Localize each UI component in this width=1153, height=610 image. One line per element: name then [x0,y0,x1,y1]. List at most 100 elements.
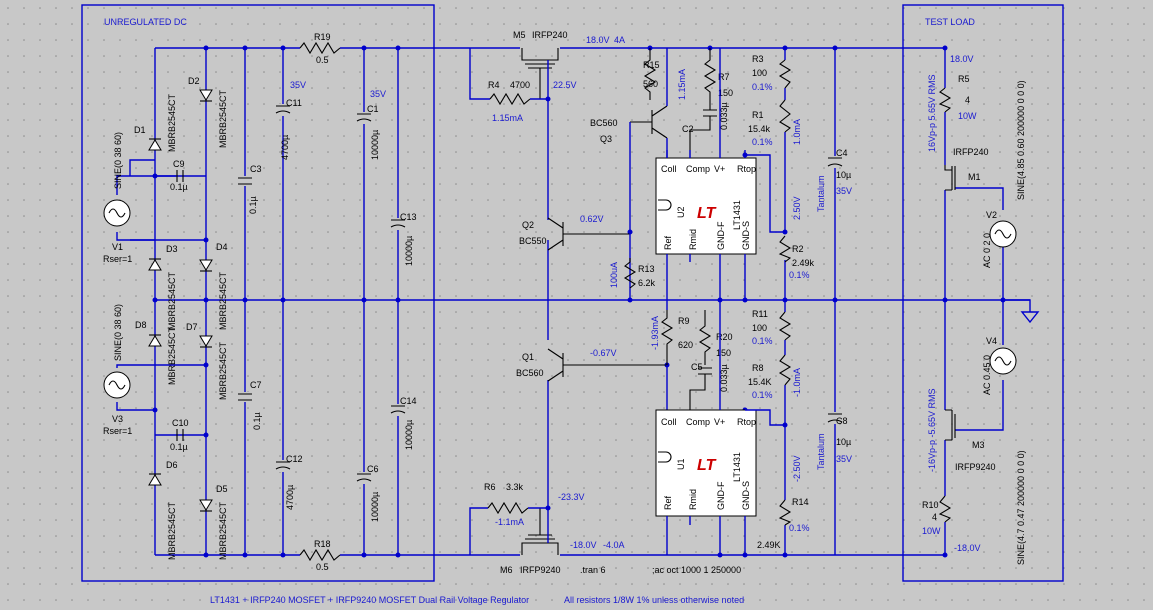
svg-text:-18.0V: -18.0V [954,543,981,553]
svg-text:1.15mA: 1.15mA [492,113,523,123]
capacitor-c2: C2 0.033µ [682,102,729,160]
svg-text:R20: R20 [716,332,733,342]
svg-text:V3: V3 [112,414,123,424]
svg-text:D3: D3 [166,244,178,254]
svg-text:Q2: Q2 [522,220,534,230]
resistor-r5: R5 4 10W [938,74,977,121]
svg-text:Rser=1: Rser=1 [103,426,132,436]
diode-d5: D5 MBRB2545CT [199,484,228,560]
svg-text:Coll: Coll [661,164,677,174]
unregulated-dc-label: UNREGULATED DC [104,17,187,27]
test-load-box [902,4,1064,582]
svg-text:2.49k: 2.49k [792,258,815,268]
svg-text:R9: R9 [678,316,690,326]
svg-text:D4: D4 [216,242,228,252]
svg-text:0.1µ: 0.1µ [248,196,258,214]
svg-text:C3: C3 [250,164,262,174]
svg-text:0.1µ: 0.1µ [252,412,262,430]
svg-text:-18.0V: -18.0V [570,540,597,550]
node-labels: 18.0V 4A 22.5V 1.15mA 1.15mA 0.62V 100uA… [492,35,981,553]
svg-text:GND-F: GND-F [716,221,726,250]
lt-logo-icon: LT [697,457,717,474]
svg-text:560: 560 [643,79,658,89]
diode-d2: D2 MBRB2545CT [188,76,228,148]
resistor-r1: R1 15.4k 0.1% [748,99,791,147]
svg-text:C2: C2 [682,124,694,134]
svg-text:0.62V: 0.62V [580,214,604,224]
ac-directive: ;ac oct 1000 1 250000 [652,565,741,575]
capacitor-c1: C1 35V 10000µ [356,89,386,160]
svg-text:-2.50V: -2.50V [792,455,802,482]
svg-text:LT1431: LT1431 [732,200,742,230]
svg-text:10W: 10W [958,111,977,121]
svg-text:R10: R10 [922,500,939,510]
svg-text:C10: C10 [172,418,189,428]
svg-text:C5: C5 [691,362,703,372]
footer-note: All resistors 1/8W 1% unless otherwise n… [564,595,744,605]
svg-text:MBRB2545CT: MBRB2545CT [218,501,228,560]
svg-text:C8: C8 [836,416,848,426]
svg-text:IRFP240: IRFP240 [532,30,568,40]
resistor-r2: R2 2.49k 0.1% [778,235,815,280]
svg-text:BC550: BC550 [519,236,547,246]
capacitor-c12: C12 4700µ [275,454,303,510]
svg-text:D8: D8 [135,320,147,330]
svg-text:-4.0A: -4.0A [603,540,625,550]
svg-text:C14: C14 [400,396,417,406]
svg-text:R1: R1 [752,110,764,120]
svg-text:AC 0 2 0: AC 0 2 0 [982,233,992,268]
svg-text:M5: M5 [513,30,526,40]
svg-text:10000µ: 10000µ [404,420,414,450]
svg-text:D1: D1 [134,125,146,135]
diode-d1: D1 MBRB2545CT [134,93,177,152]
svg-text:4: 4 [932,512,937,522]
resistor-r10: R10 4 10W [922,495,952,536]
svg-text:R3: R3 [752,54,764,64]
svg-text:GND-S: GND-S [741,481,751,510]
unregulated-dc-box [81,4,435,582]
svg-text:U1: U1 [676,458,686,470]
transistor-q1: Q1 BC560 [516,348,667,382]
svg-text:10000µ: 10000µ [370,492,380,522]
mosfet-m1: IRFP240 M1 [944,147,989,191]
diode-d7: D7 MBRB2545CT [186,322,228,400]
svg-text:-1.93mA: -1.93mA [650,316,660,350]
svg-text:Tantalum: Tantalum [816,433,826,470]
sine-top-label: SINE(4.85 0.60 200000 0 0 0) [1016,80,1026,200]
svg-text:1.0mA: 1.0mA [792,119,802,145]
resistor-r8: R8 15.4K 0.1% [748,354,792,400]
svg-text:35V: 35V [290,80,306,90]
svg-text:D7: D7 [186,322,198,332]
svg-text:3.3k: 3.3k [506,482,524,492]
svg-text:0.1%: 0.1% [752,82,773,92]
svg-text:MBRB2545CT: MBRB2545CT [167,93,177,152]
svg-text:Rser=1: Rser=1 [103,254,132,264]
svg-text:C11: C11 [286,98,302,108]
svg-text:1.15mA: 1.15mA [677,69,687,100]
svg-text:R19: R19 [314,32,331,42]
svg-text:100: 100 [752,323,767,333]
svg-text:R5: R5 [958,74,970,84]
svg-text:R11: R11 [752,309,768,319]
svg-text:R13: R13 [638,264,655,274]
resistor-r3: R3 100 0.1% [752,54,792,92]
svg-text:R15: R15 [643,60,660,70]
svg-text:C13: C13 [400,212,417,222]
svg-text:0.1µ: 0.1µ [170,442,188,452]
svg-text:100: 100 [752,68,767,78]
svg-text:Rtop: Rtop [737,417,756,427]
svg-text:0.5: 0.5 [316,55,329,65]
svg-text:150: 150 [718,88,733,98]
svg-text:D6: D6 [166,460,178,470]
svg-text:R8: R8 [752,363,764,373]
transistor-q2: Q2 BC550 [519,217,630,251]
ic-u2: Coll Comp V+ Rtop Ref Rmid GND-F GND-S U… [655,48,785,300]
svg-text:MBRB2545CT: MBRB2545CT [218,271,228,330]
svg-text:10µ: 10µ [836,170,851,180]
svg-text:SINE(0 38 60): SINE(0 38 60) [113,304,123,361]
svg-text:V+: V+ [714,164,725,174]
source-v2: V2 AC 0 2 0 [982,210,1017,268]
svg-text:R14: R14 [792,497,809,507]
capacitor-c11: C11 35V 4700µ [275,80,306,160]
